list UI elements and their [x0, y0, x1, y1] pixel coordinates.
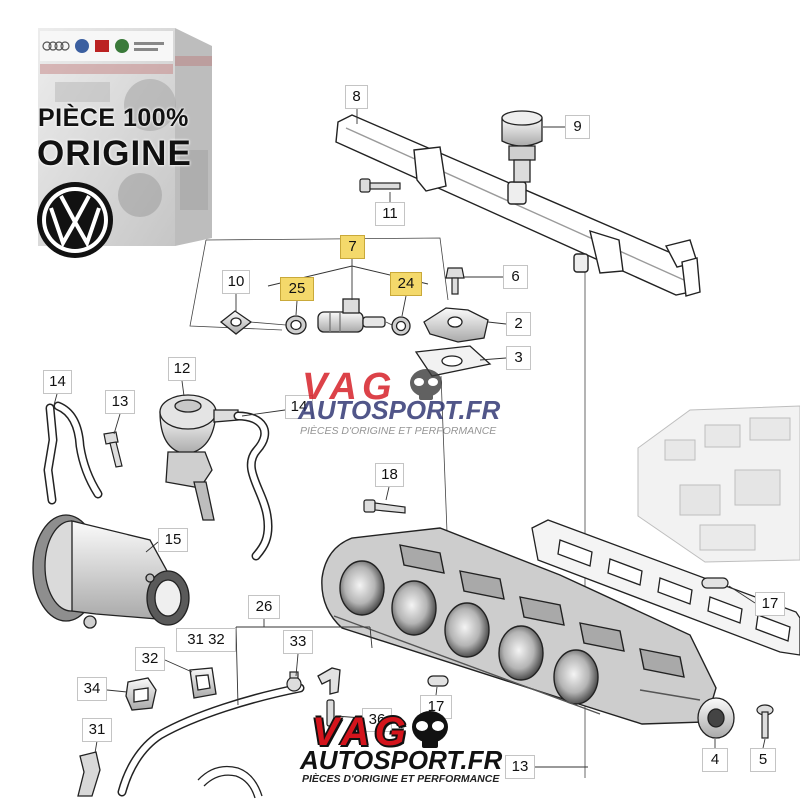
- clip-32: [189, 667, 217, 699]
- callout-18: 18: [375, 463, 404, 487]
- callout-36: 36: [362, 708, 392, 732]
- vacuum-hose-left: [43, 401, 103, 505]
- vw-logo: [37, 182, 113, 258]
- bolt-11: [359, 178, 401, 193]
- elbow-connector: [317, 667, 341, 695]
- fuel-rail: [335, 114, 701, 297]
- throttle-body: [32, 514, 190, 629]
- callout-7: 7: [340, 235, 365, 259]
- badge-line-1: PIÈCE 100%: [38, 104, 189, 132]
- fuel-injector: [317, 298, 386, 333]
- seal-ring-24: [391, 316, 411, 336]
- callout-17-right: 17: [755, 592, 785, 616]
- fuel-pressure-sensor: [501, 110, 543, 183]
- watermark-brand: VAG: [302, 366, 397, 408]
- callout-15: 15: [158, 528, 188, 552]
- watermark-bottom: VAG AUTOSPORT.FR PIÈCES D'ORIGINE ET PER…: [298, 710, 514, 788]
- o-ring-25: [285, 315, 307, 335]
- watermark-site: AUTOSPORT.FR: [300, 745, 503, 775]
- callout-8: 8: [345, 85, 368, 109]
- watermark-brand: VAG: [312, 710, 411, 754]
- callout-31: 31: [82, 718, 112, 742]
- callout-25: 25: [280, 277, 314, 301]
- manifold-gasket: [531, 519, 800, 656]
- flange-4: [697, 697, 735, 739]
- callout-26: 26: [248, 595, 280, 619]
- pin-36: [326, 699, 335, 727]
- callout-2: 2: [506, 312, 531, 336]
- skull-icon: [412, 711, 448, 748]
- watermark-tagline: PIÈCES D'ORIGINE ET PERFORMANCE: [300, 425, 497, 437]
- locating-pin-17-bottom: [427, 675, 449, 687]
- bolt-5: [756, 704, 774, 739]
- callout-24: 24: [390, 272, 422, 296]
- skull-icon: [410, 369, 442, 400]
- vacuum-line: [117, 683, 305, 797]
- cylinder-head: [637, 405, 800, 563]
- clip-10: [219, 310, 253, 335]
- callout-11: 11: [375, 202, 405, 226]
- callout-13-bottom: 13: [505, 755, 535, 779]
- callout-14-left: 14: [43, 370, 72, 394]
- callout-12: 12: [168, 357, 196, 381]
- locating-pin-17-right: [701, 577, 729, 589]
- bolt-18: [363, 499, 406, 514]
- bracket-31: [77, 751, 101, 797]
- vacuum-pump: [159, 394, 239, 521]
- watermark-top: VAG AUTOSPORT.FR PIÈCES D'ORIGINE ET PER…: [292, 368, 514, 440]
- badge-line-2: ORIGINE: [37, 134, 192, 173]
- watermark-tagline: PIÈCES D'ORIGINE ET PERFORMANCE: [302, 773, 500, 785]
- intake-manifold: [321, 527, 717, 725]
- callout-3: 3: [506, 346, 531, 370]
- connector-33: [286, 671, 302, 692]
- gasket-3: [414, 345, 492, 377]
- clip-34: [125, 677, 157, 711]
- callout-14-right: 14: [285, 395, 313, 419]
- injector-holder: [423, 307, 489, 343]
- callout-34: 34: [77, 677, 107, 701]
- vacuum-hose-right: [233, 411, 273, 561]
- callout-10: 10: [222, 270, 250, 294]
- callout-5: 5: [750, 748, 776, 772]
- callout-6: 6: [503, 265, 528, 289]
- callout-31-32: 31 32: [176, 628, 236, 652]
- callout-33: 33: [283, 630, 313, 654]
- callout-32: 32: [135, 647, 165, 671]
- watermark-site: AUTOSPORT.FR: [298, 395, 501, 425]
- callout-9: 9: [565, 115, 590, 139]
- hose-clamp: [197, 765, 263, 799]
- callout-13: 13: [105, 390, 135, 414]
- bolt-13: [103, 431, 123, 468]
- callout-4: 4: [702, 748, 728, 772]
- bolt-6: [445, 267, 465, 295]
